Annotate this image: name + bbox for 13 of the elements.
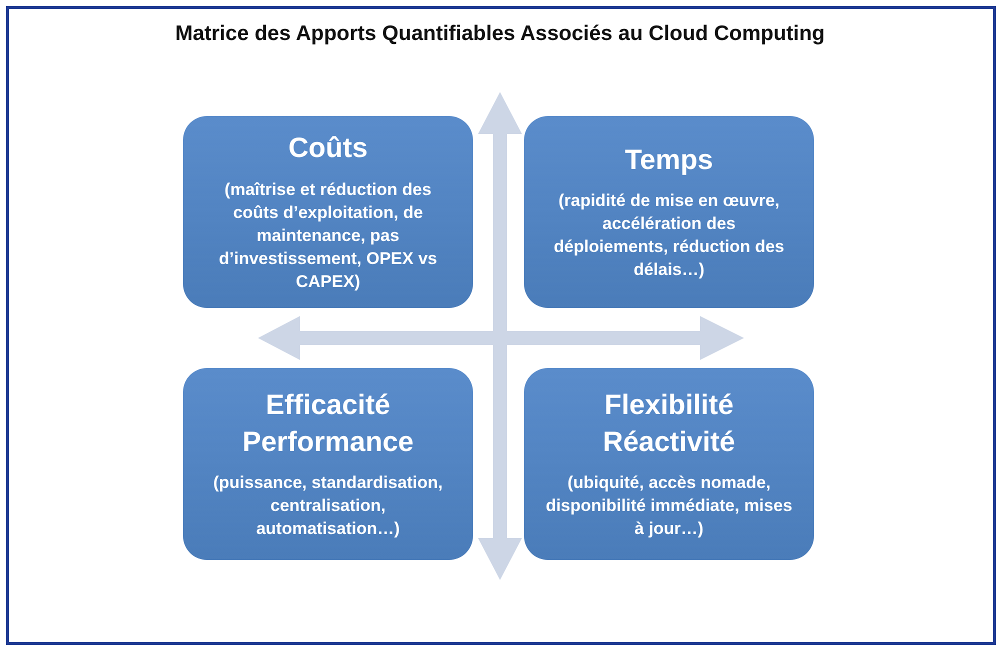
quadrant-box — [183, 116, 473, 308]
quadrant-title: Flexibilité Réactivité — [602, 388, 736, 459]
quadrant-box — [183, 368, 473, 560]
quadrant-box — [524, 368, 814, 560]
quadrant-description: (rapidité de mise en œuvre, accélération des déploiements, réduction des délais…) — [552, 190, 786, 282]
quadrant-description: (ubiquité, accès nomade, disponibilité immédiate, mises à jour…) — [544, 472, 794, 540]
quadrant-box — [524, 116, 814, 308]
quadrant-description: (puissance, standardisation, centralisation, automatisation…) — [212, 472, 444, 540]
diagram-title: Matrice des Apports Quantifiables Associés au Cloud Computing — [174, 22, 826, 46]
quadrant-title: Coûts — [288, 131, 368, 166]
quadrant-title: Temps — [624, 142, 714, 177]
quadrant-description: (maîtrise et réduction des coûts d’exploitation, de maintenance, pas d’investissement, OPEX vs CAPEX) — [218, 178, 438, 293]
quadrant-title: Efficacité Performance — [241, 388, 415, 459]
